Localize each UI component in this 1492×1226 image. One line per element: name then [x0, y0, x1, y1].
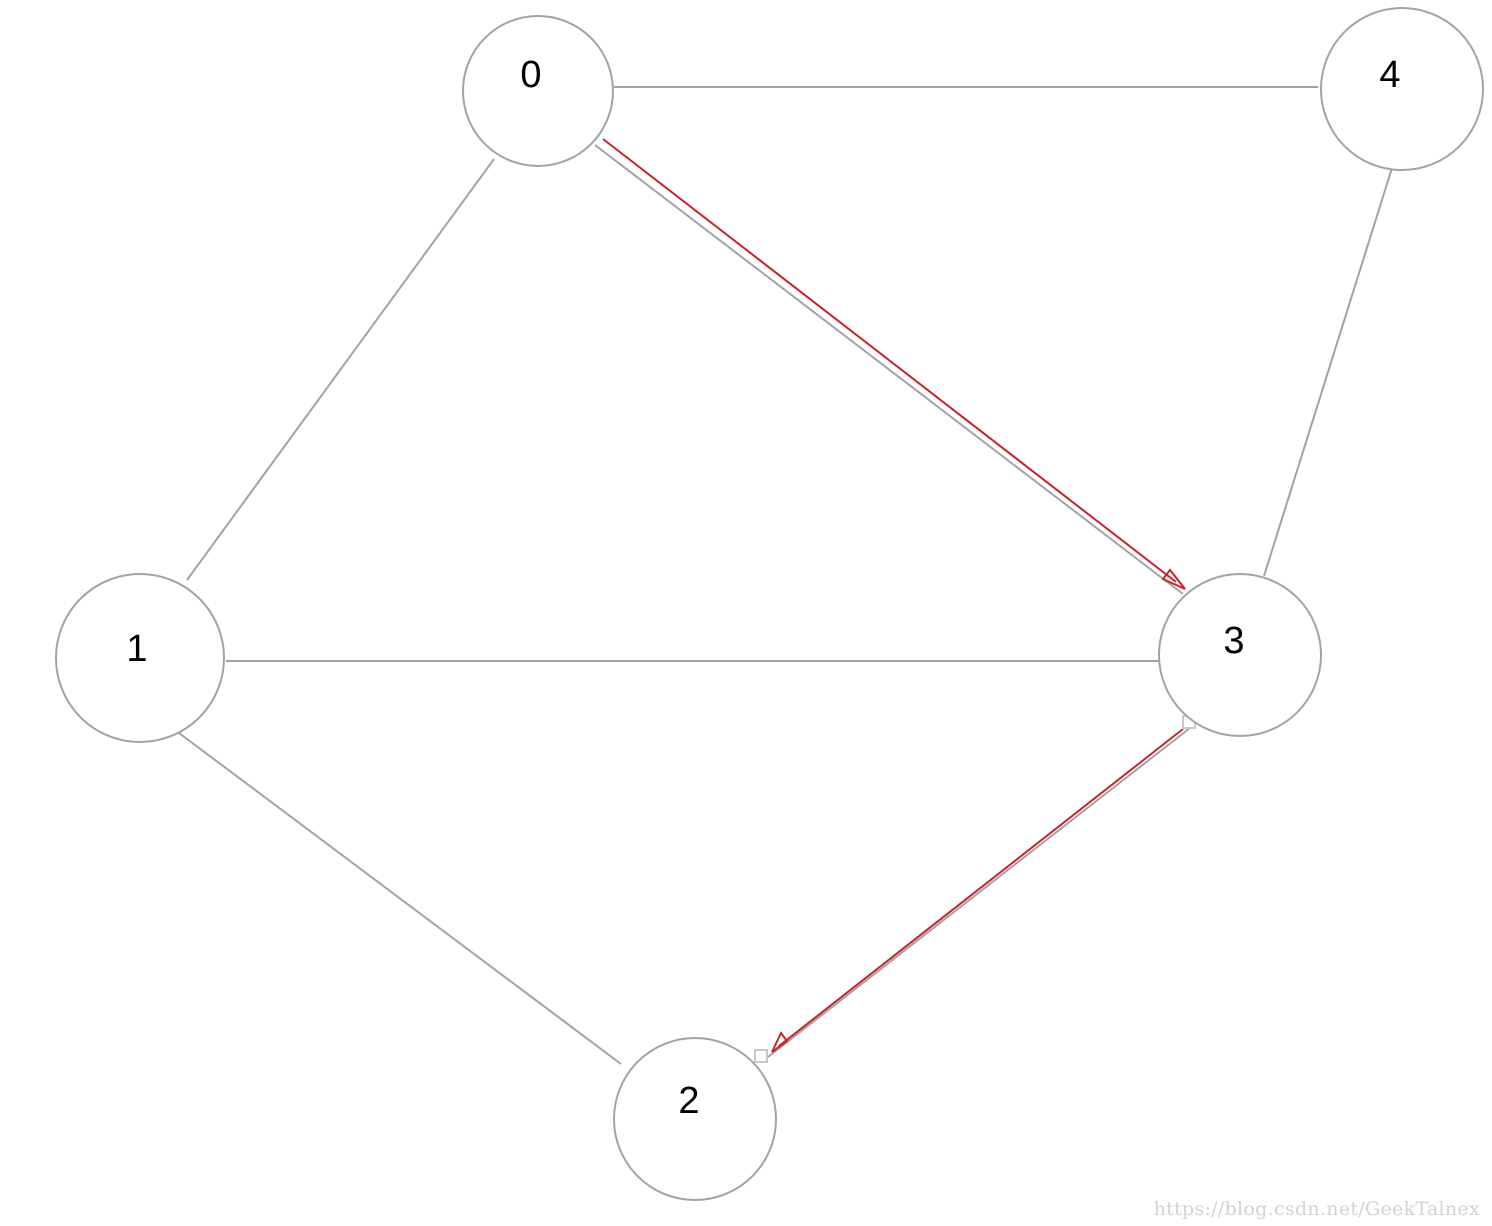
node-2[interactable]: 2 — [613, 1037, 777, 1201]
node-4[interactable]: 4 — [1320, 7, 1484, 171]
path-arrow-3-to-2 — [778, 728, 1184, 1047]
node-4-label: 4 — [1379, 54, 1400, 96]
edge-1-2 — [178, 732, 622, 1065]
node-1-circle — [55, 573, 225, 743]
node-4-circle — [1320, 7, 1484, 171]
node-3-circle — [1158, 573, 1322, 737]
arrowhead-3-to-2 — [771, 1031, 789, 1053]
node-1[interactable]: 1 — [55, 573, 225, 743]
edge-0-1 — [186, 158, 495, 581]
node-2-label: 2 — [678, 1080, 699, 1122]
node-0-circle — [462, 15, 614, 167]
nodes-layer: 0 4 1 3 2 — [55, 7, 1484, 1201]
path-arrow-0-to-3 — [602, 138, 1177, 583]
node-0[interactable]: 0 — [462, 15, 614, 167]
node-3[interactable]: 3 — [1158, 573, 1322, 737]
arrowhead-0-to-3 — [1161, 568, 1186, 590]
highlighted-path-layer — [602, 138, 1186, 1053]
edge-3-4 — [1263, 167, 1393, 577]
selection-handle-end[interactable] — [754, 1049, 768, 1063]
edges-layer — [178, 86, 1393, 1065]
node-1-label: 1 — [126, 628, 147, 670]
node-2-circle — [613, 1037, 777, 1201]
edge-0-3 — [594, 144, 1184, 595]
watermark-url: https://blog.csdn.net/GeekTalnex — [1153, 1198, 1480, 1220]
node-3-label: 3 — [1223, 620, 1244, 662]
node-0-label: 0 — [520, 54, 541, 96]
selection-handles — [754, 715, 1196, 1063]
edge-3-2 — [767, 727, 1191, 1058]
